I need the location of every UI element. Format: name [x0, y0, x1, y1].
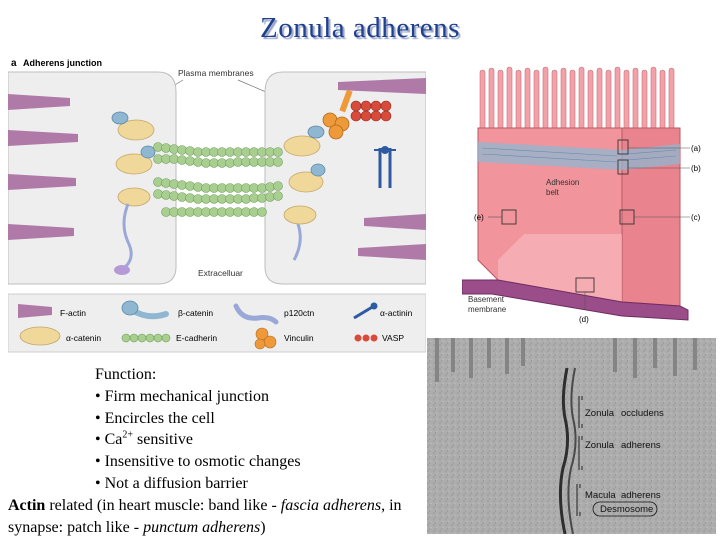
legend-alpha-catenin: α-catenin: [66, 333, 101, 343]
electron-micrograph: Zonula occludens Zonula adherens Macula …: [427, 338, 716, 534]
legend-beta-catenin: β-catenin: [178, 308, 213, 318]
fascia-adherens: fascia adherens: [281, 497, 381, 514]
epithelium-illustration: (a) (b) (c) (e) (d) Adhesion belt Baseme…: [462, 64, 718, 330]
basement-membrane-label-1: Basement: [468, 295, 505, 304]
function-heading: Function:: [8, 364, 426, 386]
label-c: (c): [691, 213, 701, 222]
panel-heading: Adherens junction: [23, 58, 102, 68]
adhesion-belt-label-2: belt: [546, 188, 560, 197]
function-text: Function: • Firm mechanical junction • E…: [8, 364, 426, 538]
extracellular-label: Extracelluar: [198, 268, 243, 278]
ca-text: • Ca: [95, 431, 122, 448]
legend-vasp: VASP: [382, 333, 404, 343]
microvilli: [480, 67, 674, 130]
plasma-membranes-label: Plasma membranes: [178, 68, 254, 78]
legend-f-actin: F-actin: [60, 308, 86, 318]
adherens-junction-diagram: a Adherens junction Plasma membranes: [8, 52, 426, 354]
macula-adherens-label-2: adherens: [621, 490, 661, 501]
legend-box: [8, 294, 426, 352]
basement-membrane-label-2: membrane: [468, 305, 507, 314]
legend-alpha-actinin: α-actinin: [380, 308, 413, 318]
function-bullet-2: • Encircles the cell: [8, 408, 426, 430]
zonula-occludens-label-1: Zonula: [585, 408, 615, 419]
function-bullet-4: • Insensitive to osmotic changes: [8, 451, 426, 473]
legend-p120ctn: p120ctn: [284, 308, 315, 318]
function-bullet-1: • Firm mechanical junction: [8, 386, 426, 408]
alpha-catenin-icon: [20, 327, 60, 345]
macula-adherens-label-1: Macula: [585, 490, 616, 501]
zonula-adherens-label-1: Zonula: [585, 440, 615, 451]
label-b: (b): [691, 164, 701, 173]
actin-rest: related (in heart muscle: band like -: [45, 497, 280, 514]
actin-paragraph: Actin related (in heart muscle: band lik…: [8, 495, 426, 539]
label-a: (a): [691, 144, 701, 153]
panel-letter: a: [11, 58, 17, 69]
page-title: Zonula adherens: [0, 12, 720, 45]
zonula-occludens-label-2: occludens: [621, 408, 664, 419]
close-paren: ): [260, 519, 265, 536]
label-e: (e): [474, 213, 484, 222]
label-d: (d): [579, 315, 589, 324]
adhesion-belt-label-1: Adhesion: [546, 178, 579, 187]
function-bullet-3: • Ca2+ sensitive: [8, 429, 426, 451]
zonula-adherens-label-2: adherens: [621, 440, 661, 451]
legend-vinculin: Vinculin: [284, 333, 314, 343]
punctum-adherens: punctum adherens: [143, 519, 260, 536]
function-bullet-5: • Not a diffusion barrier: [8, 473, 426, 495]
vasp-icon: [355, 335, 378, 342]
ca-rest: sensitive: [133, 431, 193, 448]
desmosome-label: Desmosome: [600, 504, 653, 515]
legend-e-cadherin: E-cadherin: [176, 333, 217, 343]
actin-bold: Actin: [8, 497, 45, 514]
ca-superscript: 2+: [122, 430, 133, 441]
